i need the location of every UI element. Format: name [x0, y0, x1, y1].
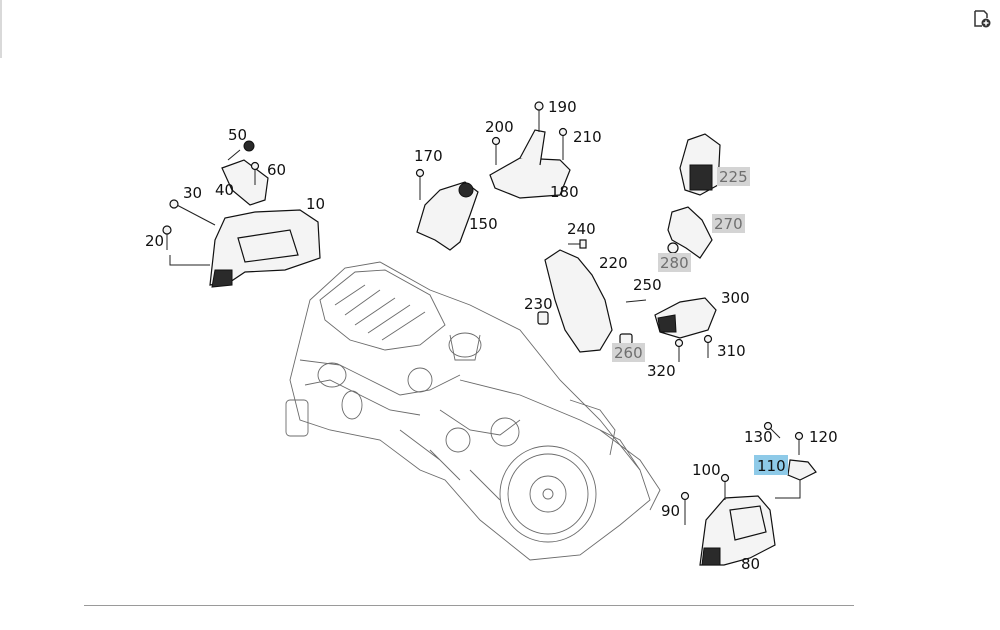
callout-280-highlight [658, 253, 691, 272]
engine-mount-left-group [162, 140, 321, 288]
callout-170[interactable]: 170 [414, 147, 443, 165]
callout-80[interactable]: 80 [741, 555, 760, 573]
left-edge-divider [0, 0, 2, 58]
callout-180[interactable]: 180 [550, 183, 579, 201]
engine-mount-rear-group [415, 101, 571, 251]
callout-60[interactable]: 60 [267, 161, 286, 179]
add-page-icon[interactable] [972, 9, 992, 29]
callout-270[interactable]: 270 [714, 215, 743, 233]
callout-90[interactable]: 90 [661, 502, 680, 520]
callout-labels: 50 60 40 30 10 20 170 200 190 210 180 15… [145, 98, 838, 573]
callout-240[interactable]: 240 [567, 220, 596, 238]
callout-50[interactable]: 50 [228, 126, 247, 144]
callout-110[interactable]: 110 [757, 457, 786, 475]
callout-225[interactable]: 225 [719, 168, 748, 186]
callout-150[interactable]: 150 [469, 215, 498, 233]
engine-mount-right-group [537, 133, 721, 362]
callout-220[interactable]: 220 [599, 254, 628, 272]
callout-260[interactable]: 260 [614, 344, 643, 362]
callout-250[interactable]: 250 [633, 276, 662, 294]
callout-230[interactable]: 230 [524, 295, 553, 313]
callout-300[interactable]: 300 [721, 289, 750, 307]
callout-190[interactable]: 190 [548, 98, 577, 116]
callout-10[interactable]: 10 [306, 195, 325, 213]
callout-20[interactable]: 20 [145, 232, 164, 250]
engine-illustration [285, 261, 661, 561]
footer-divider [84, 605, 854, 606]
callout-280[interactable]: 280 [660, 254, 689, 272]
callout-130[interactable]: 130 [744, 428, 773, 446]
callout-110-highlight [754, 455, 788, 475]
callout-270-highlight [712, 214, 745, 233]
callout-320[interactable]: 320 [647, 362, 676, 380]
callout-40[interactable]: 40 [215, 181, 234, 199]
callout-120[interactable]: 120 [809, 428, 838, 446]
callout-210[interactable]: 210 [573, 128, 602, 146]
callout-30[interactable]: 30 [183, 184, 202, 202]
callout-260-highlight [612, 343, 645, 362]
engine-mount-lower-right-group [680, 421, 817, 566]
callout-100[interactable]: 100 [692, 461, 721, 479]
callout-225-highlight [717, 167, 750, 186]
callout-310[interactable]: 310 [717, 342, 746, 360]
callout-200[interactable]: 200 [485, 118, 514, 136]
